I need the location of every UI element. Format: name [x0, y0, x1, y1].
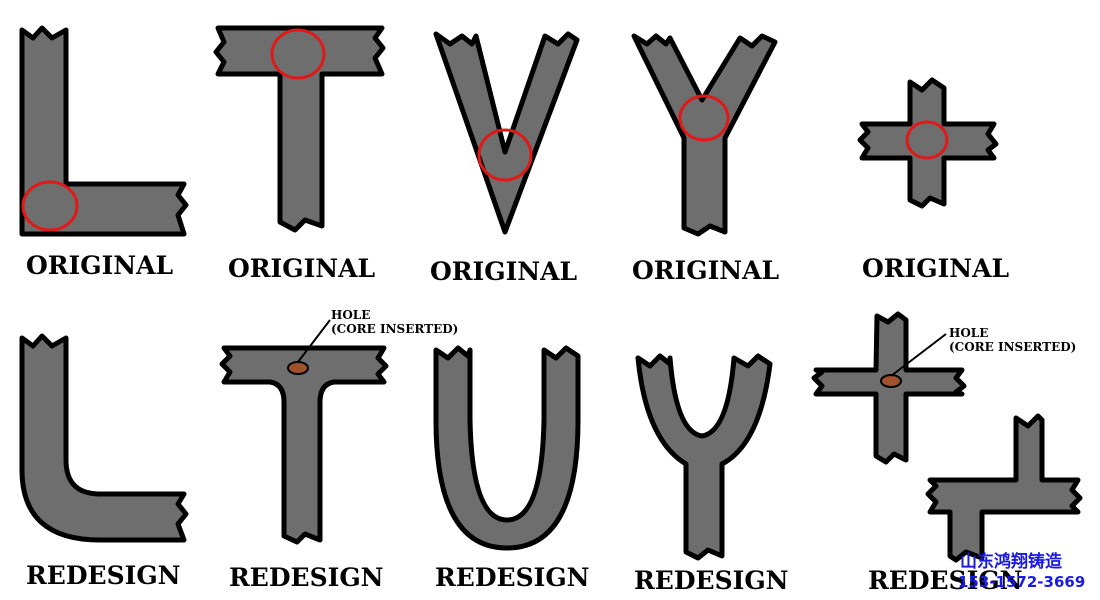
annotation-leader-line	[297, 319, 331, 363]
redesign-label: REDESIGN	[435, 563, 590, 592]
annotation-leader-line	[890, 333, 947, 377]
hot-spot-ring	[270, 28, 326, 80]
annotation-line2: (CORE INSERTED)	[331, 322, 459, 336]
t-hole-annotation: HOLE (CORE INSERTED)	[331, 308, 458, 336]
original-label: ORIGINAL	[228, 254, 376, 283]
staggered-tee-shape	[925, 413, 1083, 563]
u-shape-redesign	[433, 345, 581, 551]
l-shape-original	[19, 25, 189, 237]
annotation-line2: (CORE INSERTED)	[949, 340, 1077, 354]
redesign-staggered-tee	[925, 413, 1083, 563]
redesign-label: REDESIGN	[634, 566, 789, 595]
annotation-line1: HOLE	[331, 308, 371, 322]
core-hole	[287, 361, 309, 375]
watermark-phone: 153-1572-3669	[958, 573, 1086, 591]
redesign-cross-junction	[811, 311, 967, 465]
redesign-t-junction	[219, 319, 389, 545]
hot-spot-ring	[678, 94, 730, 142]
original-label: ORIGINAL	[632, 256, 780, 285]
y-shape-redesign	[635, 353, 773, 561]
redesign-label: REDESIGN	[868, 566, 1023, 595]
y-shape-original	[631, 33, 778, 237]
t-shape-original	[213, 25, 386, 233]
redesign-y-junction	[635, 353, 773, 561]
core-hole	[880, 374, 902, 388]
hot-spot-ring	[21, 180, 79, 232]
watermark-company: 山东鸿翔铸造	[960, 552, 1062, 572]
v-shape-original	[433, 31, 580, 235]
original-cross-junction	[857, 77, 999, 209]
original-t-junction	[213, 25, 386, 233]
redesign-label: REDESIGN	[229, 563, 384, 592]
hot-spot-ring	[477, 128, 533, 182]
original-label: ORIGINAL	[862, 254, 1010, 283]
original-v-junction	[433, 31, 580, 235]
redesign-l-junction	[19, 333, 189, 543]
redesign-u-junction	[433, 345, 581, 551]
original-label: ORIGINAL	[26, 251, 174, 280]
hot-spot-ring	[905, 120, 949, 160]
original-label: ORIGINAL	[430, 257, 578, 286]
redesign-label: REDESIGN	[26, 561, 181, 590]
cross-shape-redesign	[811, 311, 967, 465]
original-y-junction	[631, 33, 778, 237]
cross-hole-annotation: HOLE (CORE INSERTED)	[949, 326, 1076, 354]
l-shape-redesign	[19, 333, 189, 543]
annotation-line1: HOLE	[949, 326, 989, 340]
original-l-junction	[19, 25, 189, 237]
cross-shape-original	[857, 77, 999, 209]
t-shape-redesign	[219, 345, 389, 545]
